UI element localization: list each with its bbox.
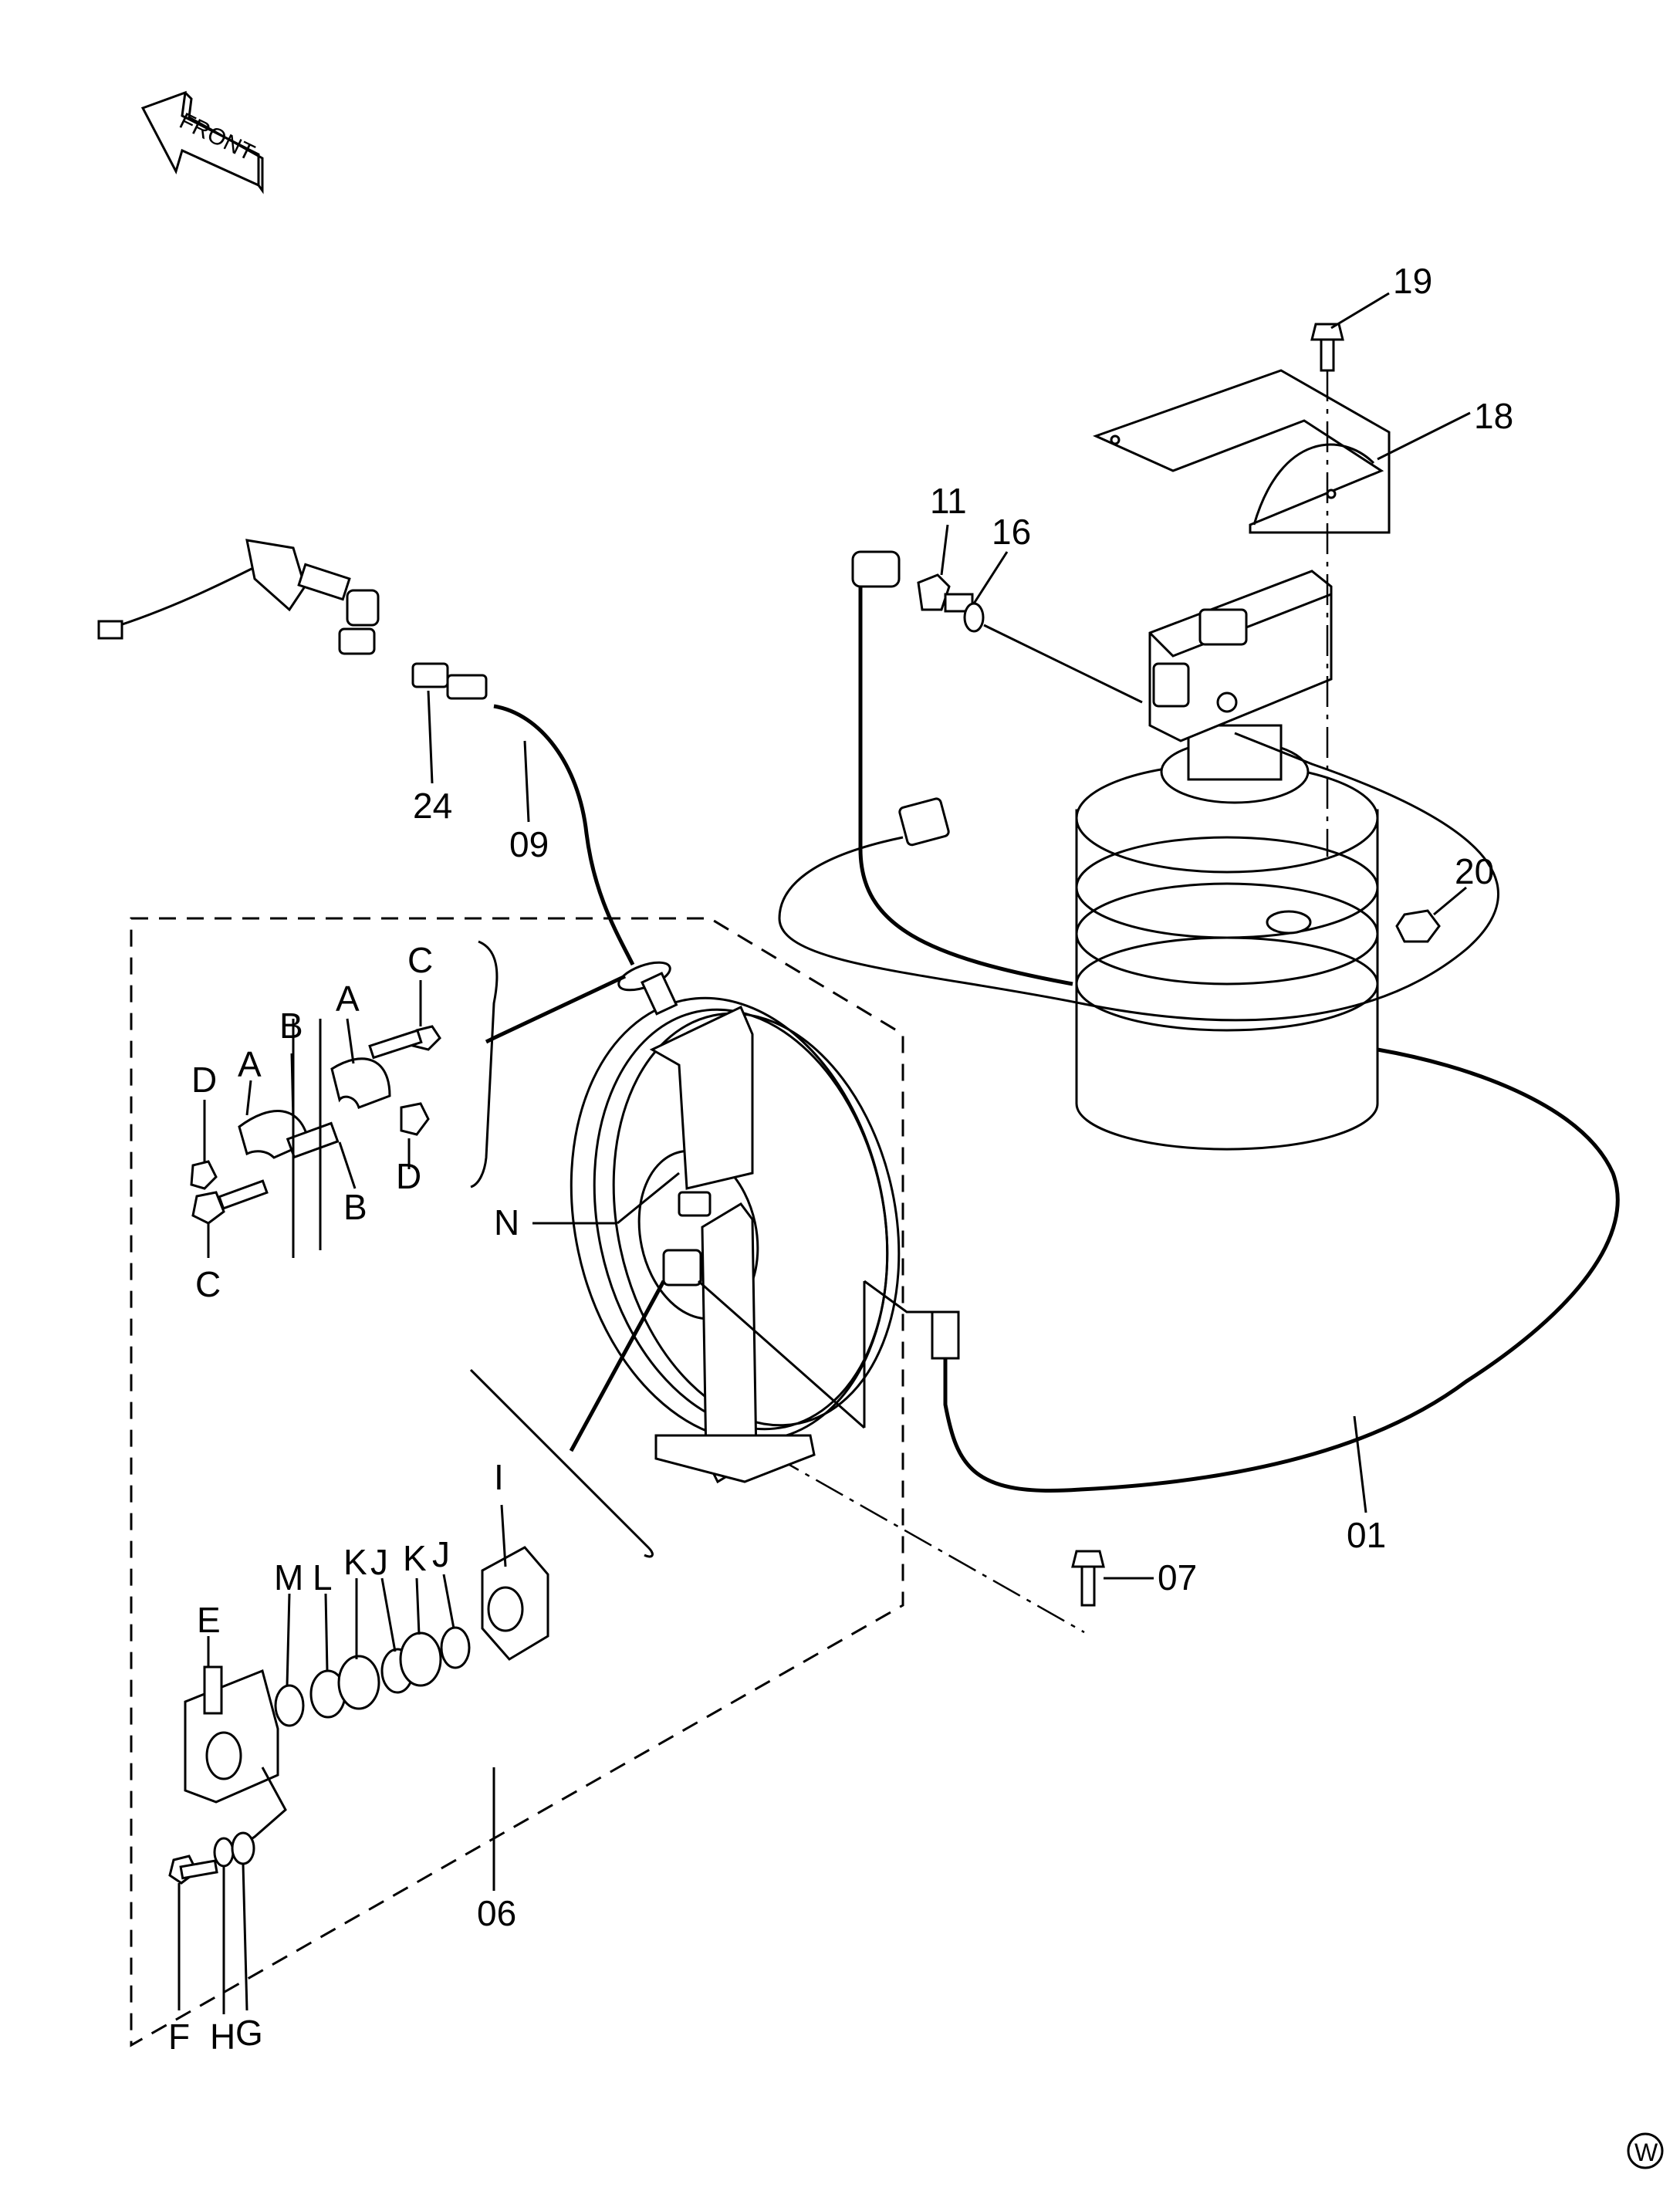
part-labels: 19 18 11 16 20 24 09 01 07 06 N I E M L … [168,261,1513,2057]
label-C1: C [407,940,433,980]
label-16: 16 [992,512,1031,552]
label-06: 06 [477,1893,516,1933]
bracket-18 [1092,369,1391,534]
hose-01 [943,1047,1620,1493]
label-M: M [274,1557,303,1598]
label-F: F [168,2017,190,2057]
label-J1: J [370,1542,388,1582]
label-18: 18 [1474,396,1513,436]
hose-01-fitting [931,1310,960,1360]
label-E: E [197,1600,221,1640]
label-L: L [313,1557,333,1598]
sensor-wire [778,732,1499,1022]
label-19: 19 [1393,261,1432,301]
label-24: 24 [413,786,452,826]
leader-lines [177,292,1471,2014]
bolt-19 [1310,323,1344,372]
hose-reel [570,996,943,1484]
grease-tank [1075,724,1379,1151]
elbow-hose [851,550,1073,986]
label-N: N [494,1202,519,1243]
label-H: H [210,2017,235,2057]
label-B1: B [279,1006,303,1046]
label-J2: J [432,1534,450,1574]
pump-unit [1148,570,1333,742]
label-K2: K [403,1538,427,1578]
label-A2: A [336,979,360,1019]
clamp-parts [190,1019,441,1258]
front-arrow: FRONT [140,90,264,194]
bolt-07 [1071,1550,1105,1607]
label-11: 11 [930,481,967,521]
label-01: 01 [1347,1515,1386,1555]
nut-20 [1395,909,1441,943]
label-B2: B [343,1187,367,1227]
label-K1: K [343,1542,367,1582]
grease-gun [97,539,380,655]
fitting-24 [411,662,488,700]
label-D2: D [396,1156,421,1196]
label-07: 07 [1158,1557,1197,1598]
reel-mount-parts [168,1546,549,1885]
hose-09 [493,704,635,966]
label-I: I [494,1457,504,1497]
label-20: 20 [1455,851,1494,891]
label-A1: A [238,1044,262,1084]
hose-reel-assembly-boundary [130,917,904,2047]
label-G: G [235,2013,263,2053]
washer-16 [963,602,985,633]
fitting-11 [917,573,974,613]
label-D1: D [191,1060,217,1100]
label-C2: C [195,1264,221,1304]
corner-mark: W [1627,2132,1664,2169]
sensor-connector [898,797,950,847]
corner-mark-label: W [1634,2139,1658,2166]
label-09: 09 [509,824,549,864]
